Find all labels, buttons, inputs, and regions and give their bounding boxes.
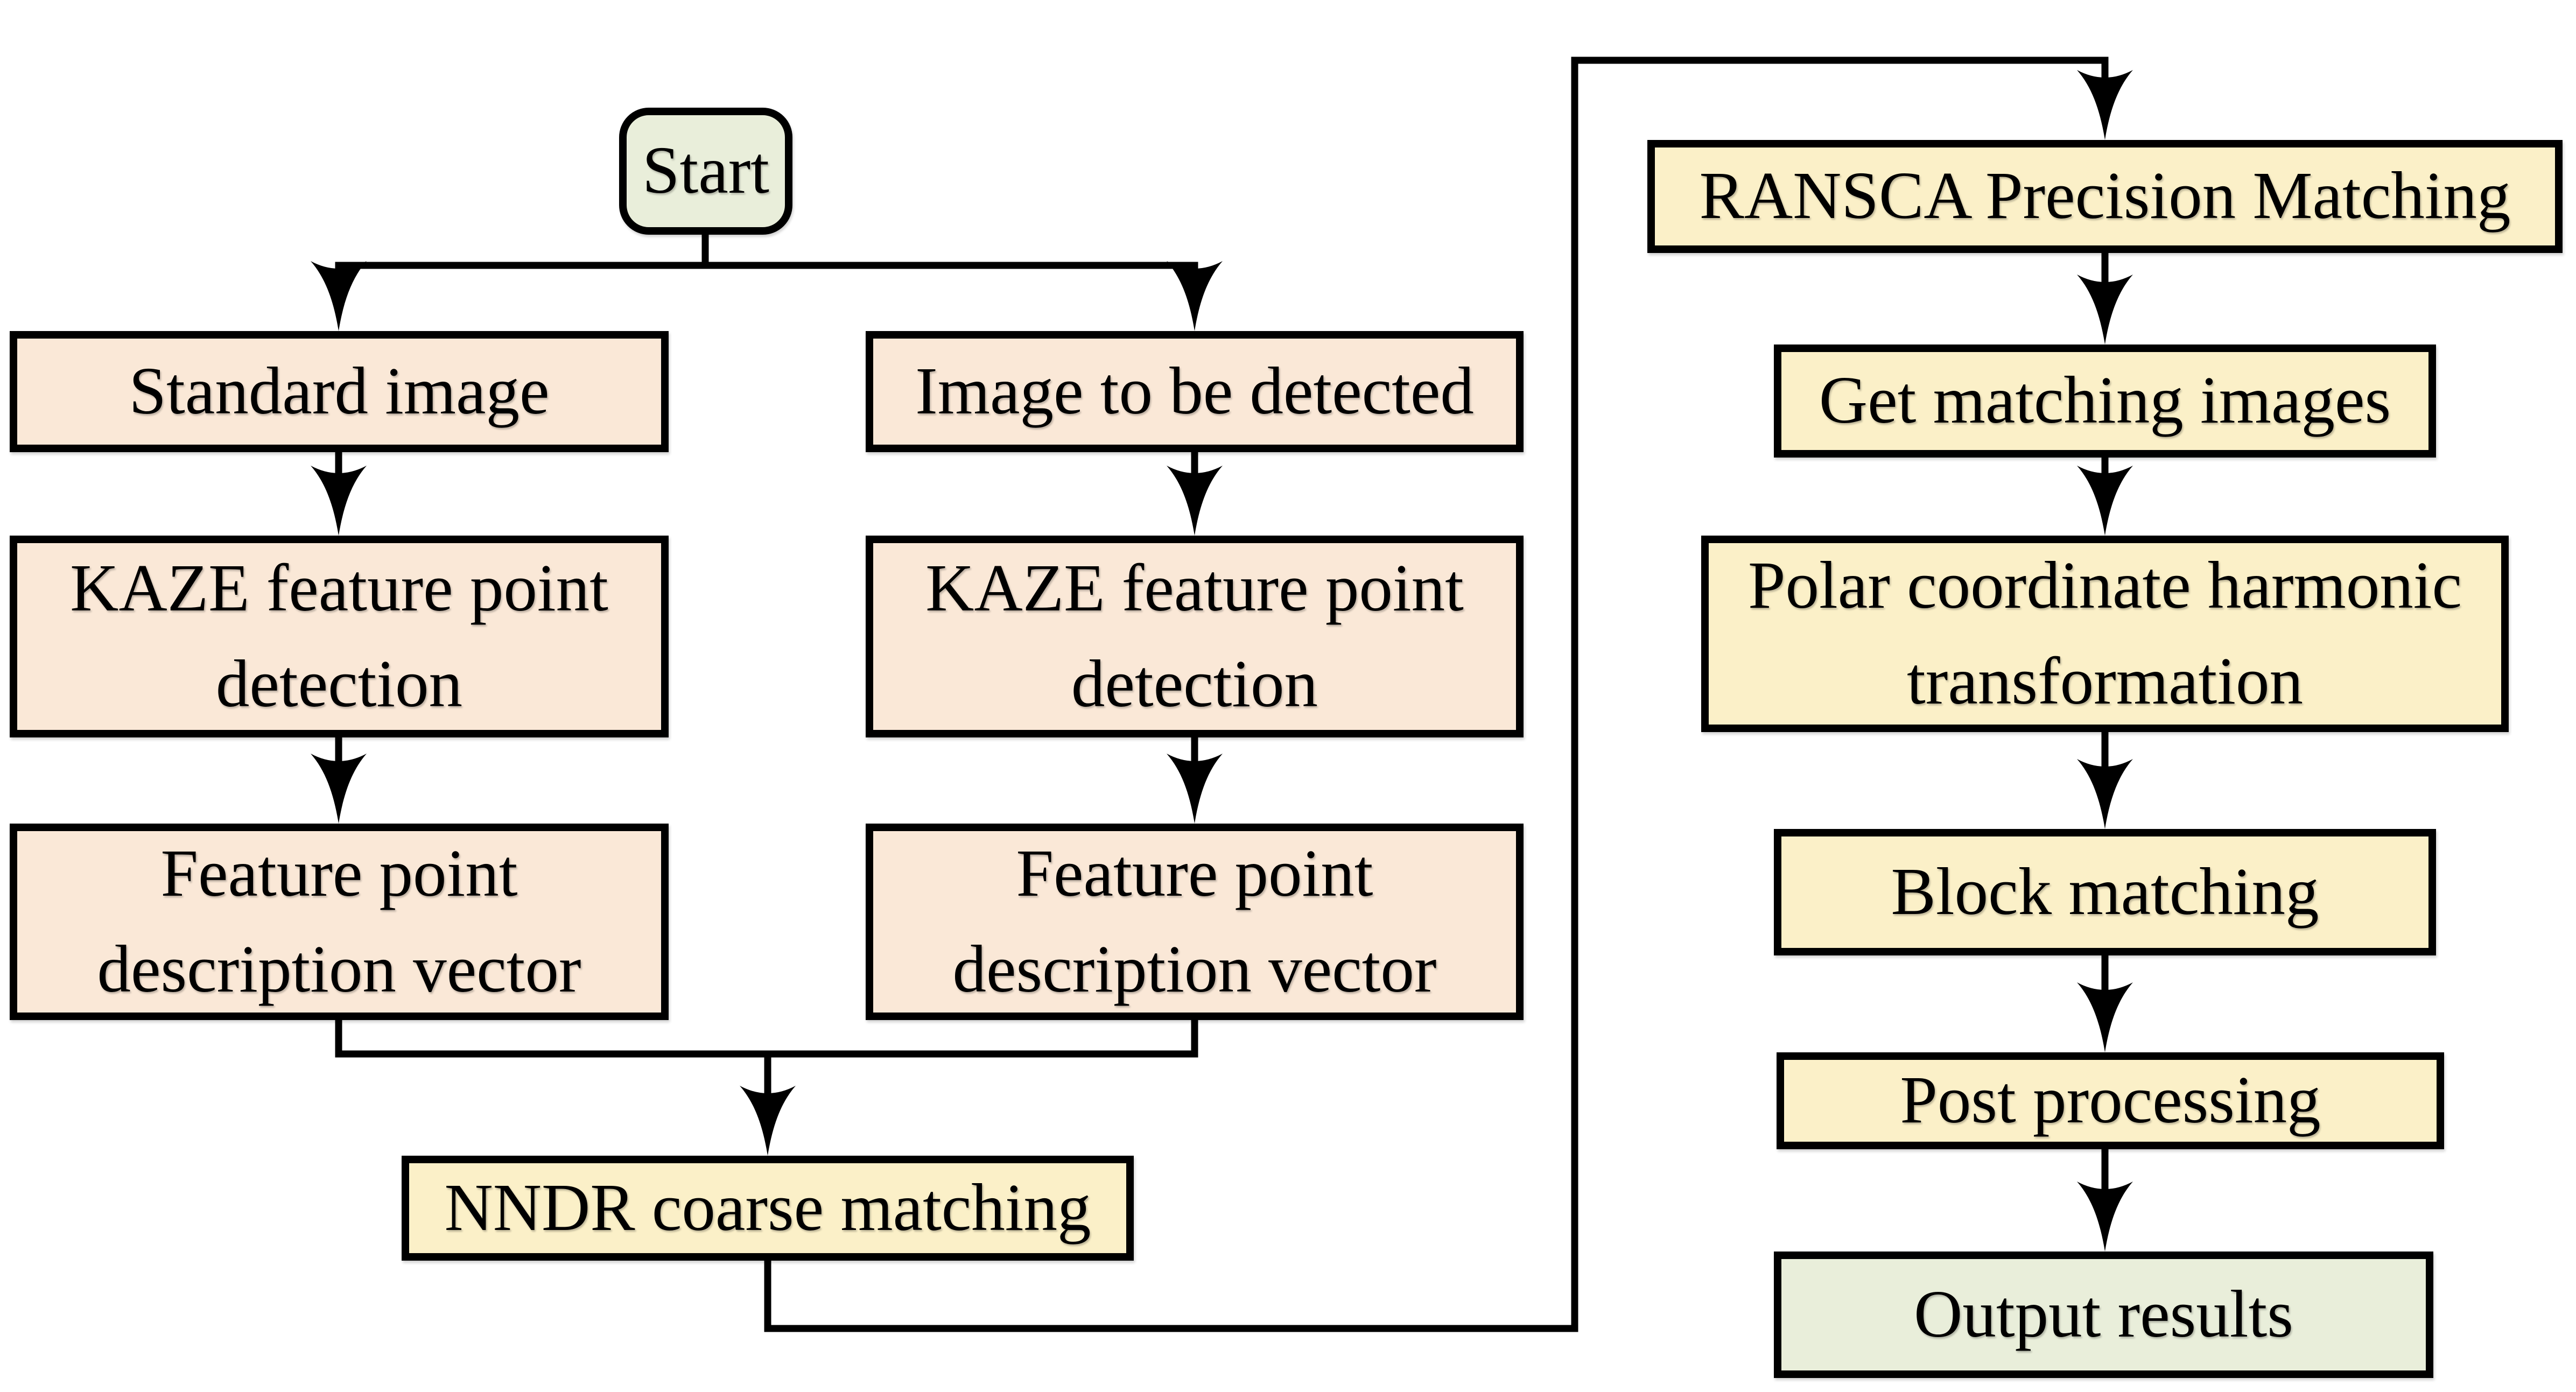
flow-node-feature-vector-right: Feature point description vector: [866, 824, 1524, 1020]
flow-node-nndr-coarse-matching: NNDR coarse matching: [402, 1156, 1134, 1261]
connector-nndr-to-ransca: [764, 57, 2109, 1332]
flow-node-get-matching-images: Get matching images: [1774, 345, 2436, 458]
flow-node-start: Start: [619, 108, 792, 235]
arrowhead-into-standard-image: [311, 261, 367, 331]
arrowhead-into-vector-right: [1167, 754, 1223, 824]
flow-node-kaze-detection-left: KAZE feature point detection: [10, 536, 669, 737]
flow-node-image-to-be-detected: Image to be detected: [866, 331, 1524, 452]
flow-node-standard-image: Standard image: [10, 331, 669, 452]
arrowhead-into-get-matching: [2077, 275, 2133, 345]
arrowhead-into-output: [2077, 1182, 2133, 1252]
flow-node-kaze-detection-right: KAZE feature point detection: [866, 536, 1524, 737]
arrowhead-into-block-matching: [2077, 759, 2133, 829]
connector-merge-to-nndr: [335, 1020, 1198, 1105]
flow-node-block-matching: Block matching: [1774, 829, 2436, 955]
flow-node-feature-vector-left: Feature point description vector: [10, 824, 669, 1020]
arrowhead-into-post-processing: [2077, 982, 2133, 1052]
arrowhead-into-vector-left: [311, 754, 367, 824]
arrowhead-into-kaze-right: [1167, 466, 1223, 536]
connector-start-split: [335, 233, 1198, 280]
arrowhead-into-polar: [2077, 466, 2133, 536]
flow-node-output-results: Output results: [1774, 1252, 2433, 1378]
arrowhead-into-image-to-be-detected: [1167, 261, 1223, 331]
arrowhead-into-ransca: [2077, 70, 2133, 140]
flow-node-post-processing: Post processing: [1777, 1052, 2444, 1149]
flow-node-polar-harmonic-transformation: Polar coordinate harmonic transformation: [1701, 536, 2509, 732]
arrowhead-into-kaze-left: [311, 466, 367, 536]
flow-node-ransca-precision-matching: RANSCA Precision Matching: [1647, 140, 2563, 253]
arrowhead-into-nndr: [740, 1086, 796, 1156]
